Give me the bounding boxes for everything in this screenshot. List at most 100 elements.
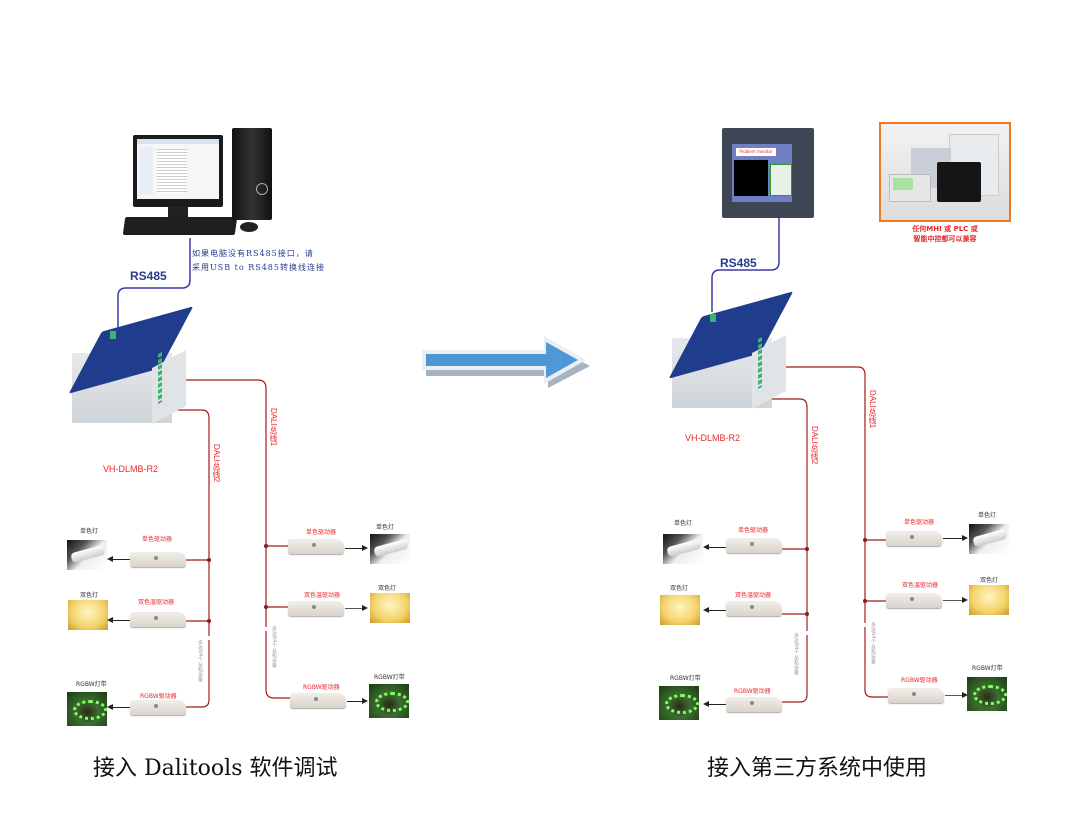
bus1-label: DALI总线1 [269,408,278,447]
note-line: 任何MHI 或 PLC 或 [912,225,978,233]
driver-box [726,538,782,553]
slave-count-note: 多达64个从机设备 [870,622,876,664]
driver-label: RGBW驱动器 [303,684,340,691]
driver-label: RGBW驱动器 [140,693,177,700]
arrow-line [708,547,726,548]
bus-node [207,619,211,623]
warm-lamp-image [370,593,410,623]
bus-node [207,558,211,562]
driver-box [886,593,942,608]
computer-monitor [133,135,223,207]
arrow-line [943,538,963,539]
note-line: 如果电脑没有RS485接口，请 [192,249,314,258]
usb-rs485-note: 如果电脑没有RS485接口，请 采用USB to RS485转换线连接 [192,247,325,275]
bus-node [805,612,809,616]
pc-tower [232,128,272,220]
driver-box [886,531,942,546]
dalitools-screen [137,139,219,199]
lamp-label: 单色灯 [978,512,997,519]
dali-bus1-right-taps [865,539,890,602]
driver-label: RGBW驱动器 [734,688,771,695]
lamp-label: 单色灯 [376,524,395,531]
rs485-cable-right [711,218,780,312]
arrow-icon [107,617,113,623]
tube-lamp-image [67,540,107,570]
tube-lamp-image [663,534,703,564]
slave-count-note: 多达64个从机设备 [793,633,799,675]
hmi-screen-title: Problem monitor [736,148,776,156]
arrow-icon [703,544,709,550]
driver-box [726,697,782,712]
rs485-cable-left [117,238,191,330]
driver-label: 双色温驱动器 [304,592,341,599]
right-caption: 接入第三方系统中使用 [707,756,928,781]
bus2-label: DALI总线2 [810,426,819,465]
rgb-strip-image [659,686,699,720]
rs485-label: RS485 [130,269,167,283]
lamp-label: 双色灯 [980,577,999,584]
dali-gateway-module [66,306,194,435]
tube-lamp-image [969,524,1009,554]
left-caption: 接入 Dalitools 软件调试 [93,756,338,781]
lamp-label: 双色灯 [378,585,397,592]
driver-label: 单色驱动器 [904,519,935,526]
note-line: 采用USB to RS485转换线连接 [192,263,325,272]
driver-box [130,552,186,567]
monitor-stand [168,207,188,217]
slave-count-note: 多达64个从机设备 [271,626,277,668]
bus1-label: DALI总线1 [868,390,877,429]
driver-label: 双色温驱动器 [735,592,772,599]
arrow-icon [703,607,709,613]
driver-box [130,612,186,627]
dali-bus1-left [180,379,290,699]
driver-box [290,693,346,708]
arrow-icon [703,701,709,707]
lamp-label: 双色灯 [80,592,99,599]
arrow-icon [107,556,113,562]
dali-gateway-module [666,291,794,420]
hmi-compat-note: 任何MHI 或 PLC 或 智能中控都可以兼容 [893,224,997,244]
bus-node [863,538,867,542]
driver-label: RGBW驱动器 [901,677,938,684]
lamp-label: 单色灯 [674,520,693,527]
bus-node [264,605,268,609]
tube-lamp-image [370,534,410,564]
note-line: 智能中控都可以兼容 [913,235,977,243]
dali-bus1-left-taps [266,545,290,608]
arrow-icon [362,545,368,551]
rgb-strip-image [369,684,409,718]
arrow-icon [362,605,368,611]
rgb-strip-image [67,692,107,726]
slave-count-note: 多达64个从机设备 [197,640,203,682]
arrow-line [708,610,726,611]
driver-label: 单色驱动器 [738,527,769,534]
module-model-label: VH-DLMB-R2 [685,433,741,443]
arrow-line [112,707,130,708]
dali-bus1-right [770,366,890,698]
arrow-icon [962,692,968,698]
dali-bus2-right [768,398,808,703]
bus2-label: DALI总线2 [212,444,221,483]
arrow-line [345,608,363,609]
right-arrow-icon [422,336,590,388]
arrow-icon [362,698,368,704]
driver-box [288,539,344,554]
dali-bus2-left-taps [186,559,209,622]
bus-node [805,547,809,551]
rgb-strip-image [967,677,1007,711]
warm-lamp-image [68,600,108,630]
lamp-label: 单色灯 [80,528,99,535]
arrow-icon [962,597,968,603]
arrow-line [945,695,963,696]
driver-box [288,601,344,616]
driver-label: 单色驱动器 [306,529,337,536]
lamp-label: RGBW灯带 [374,674,405,681]
driver-box [130,700,186,715]
keyboard [122,217,238,235]
arrow-line [347,701,363,702]
arrow-line [708,704,726,705]
hmi-touch-panel: Problem monitor [722,128,814,218]
driver-box [888,688,944,703]
module-model-label: VH-DLMB-R2 [103,464,159,474]
bus-node [264,544,268,548]
